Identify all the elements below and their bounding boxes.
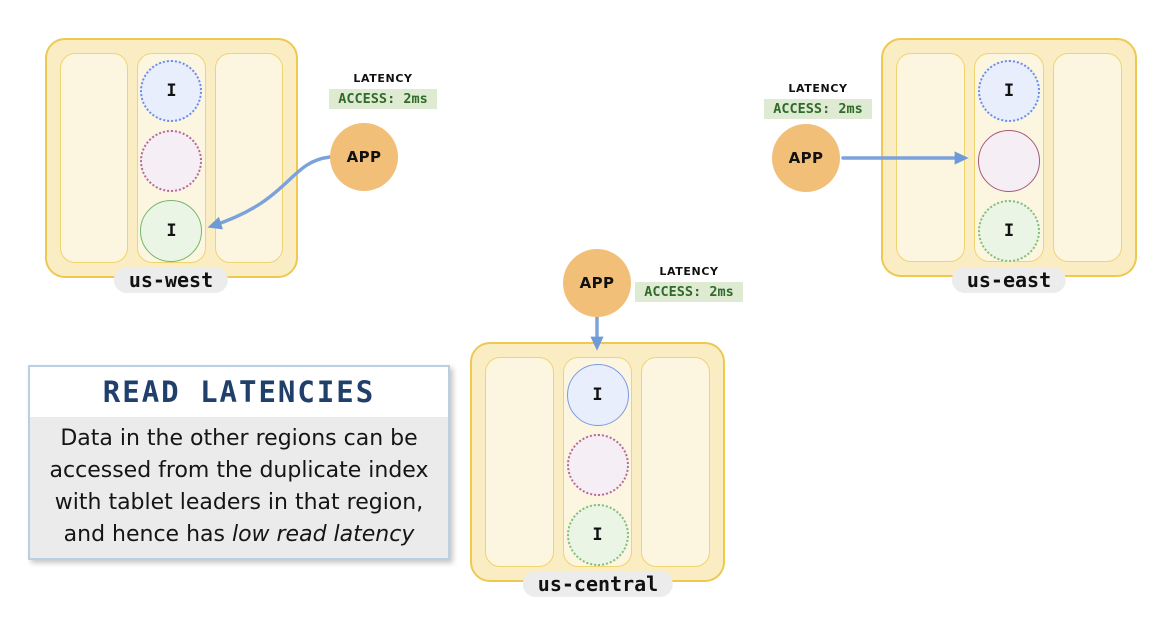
tablet-label: I xyxy=(592,525,603,545)
latency-annotation-us-central: LATENCY ACCESS: 2ms xyxy=(633,265,745,302)
duplicate-index-green: I xyxy=(566,504,629,566)
info-box-body: Data in the other regions can be accesse… xyxy=(30,417,448,558)
node-column-empty xyxy=(214,53,283,263)
info-box: READ LATENCIES Data in the other regions… xyxy=(28,365,450,560)
latency-access-badge: ACCESS: 2ms xyxy=(635,282,743,302)
region-label-us-east: us-east xyxy=(951,267,1067,293)
duplicate-index-blue: I xyxy=(977,60,1040,122)
app-node-us-west: APP xyxy=(330,123,398,191)
node-column-tablets: I I xyxy=(974,53,1044,262)
latency-annotation-us-east: LATENCY ACCESS: 2ms xyxy=(764,82,872,119)
app-label: APP xyxy=(579,274,615,292)
app-label: APP xyxy=(346,148,382,166)
duplicate-index-green: I xyxy=(977,200,1040,262)
region-label-us-central: us-central xyxy=(522,571,674,597)
tablet-pink xyxy=(566,434,629,496)
tablet-pink xyxy=(140,130,203,192)
region-us-west: I I xyxy=(45,38,298,278)
index-leader-blue: I xyxy=(566,364,629,426)
latency-access-badge: ACCESS: 2ms xyxy=(764,99,872,119)
tablet-label: I xyxy=(166,221,177,241)
latency-title: LATENCY xyxy=(788,82,848,95)
tablet-label: I xyxy=(592,385,603,405)
node-column-empty xyxy=(896,53,966,262)
region-us-east: I I xyxy=(881,38,1137,277)
info-box-text-emphasis: low read latency xyxy=(231,521,415,547)
tablet-label: I xyxy=(1003,81,1015,101)
tablet-leader-pink xyxy=(977,130,1040,192)
node-column-empty xyxy=(641,357,710,567)
app-label: APP xyxy=(788,149,824,167)
app-node-us-central: APP xyxy=(563,249,631,317)
info-box-header: READ LATENCIES xyxy=(30,367,448,417)
node-column-tablets: I I xyxy=(563,357,632,567)
latency-title: LATENCY xyxy=(659,265,719,278)
info-box-text: Data in the other regions can be accesse… xyxy=(49,426,429,547)
index-leader-green: I xyxy=(140,200,203,262)
node-column-tablets: I I xyxy=(137,53,206,263)
node-column-empty xyxy=(485,357,554,567)
duplicate-index-blue: I xyxy=(140,60,203,122)
node-column-empty xyxy=(60,53,129,263)
app-node-us-east: APP xyxy=(772,124,840,192)
tablet-label: I xyxy=(1003,221,1015,241)
tablet-label: I xyxy=(166,81,177,101)
region-us-central: I I xyxy=(470,342,725,582)
info-box-title: READ LATENCIES xyxy=(102,375,376,409)
node-column-empty xyxy=(1052,53,1122,262)
region-label-us-west: us-west xyxy=(113,267,229,293)
latency-access-badge: ACCESS: 2ms xyxy=(329,89,437,109)
latency-annotation-us-west: LATENCY ACCESS: 2ms xyxy=(320,72,446,109)
latency-title: LATENCY xyxy=(353,72,413,85)
